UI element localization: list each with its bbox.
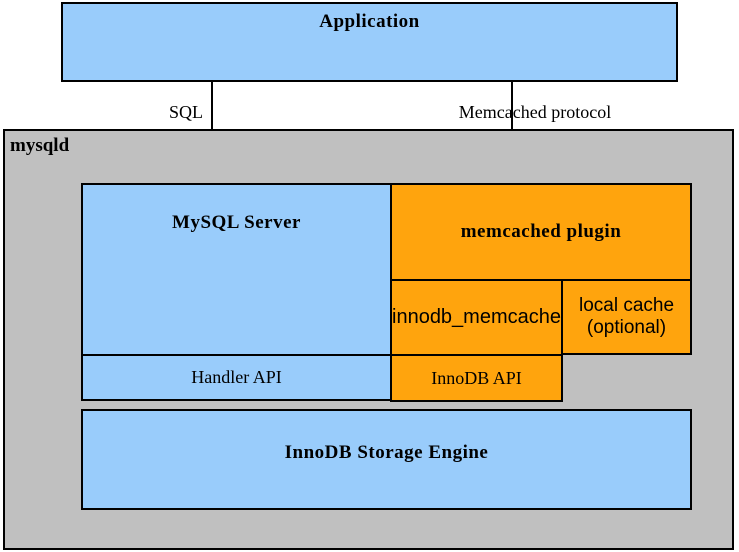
sql-arrow-label: SQL [169,102,204,122]
application-box: Application [61,2,678,82]
sql-arrow-line [211,81,213,166]
local-cache-label-line2: (optional) [586,317,667,338]
innodb-api-label: InnoDB API [431,367,522,388]
local-cache-label-line1: local cache [578,295,675,317]
memcached-plugin-label: memcached plugin [460,221,622,242]
innodb-storage-engine-box: InnoDB Storage Engine [81,409,692,510]
handler-api-label: Handler API [191,367,282,387]
local-cache-box: local cache (optional) [561,279,692,355]
memcached-protocol-arrow-label: Memcached protocol [458,102,612,122]
mysql-server-label: MySQL Server [172,212,301,233]
mysqld-label: mysqld [10,135,70,156]
application-label: Application [319,11,420,32]
innodb-memcache-label: innodb_memcache [392,306,561,328]
innodb-memcache-box: innodb_memcache [390,279,563,356]
mysql-server-box: MySQL Server [81,183,392,356]
handler-api-box: Handler API [81,354,392,401]
memcached-protocol-arrow-line [511,81,513,168]
innodb-storage-engine-label: InnoDB Storage Engine [284,441,489,463]
memcached-plugin-box: memcached plugin [390,183,692,281]
innodb-api-box: InnoDB API [390,354,563,402]
